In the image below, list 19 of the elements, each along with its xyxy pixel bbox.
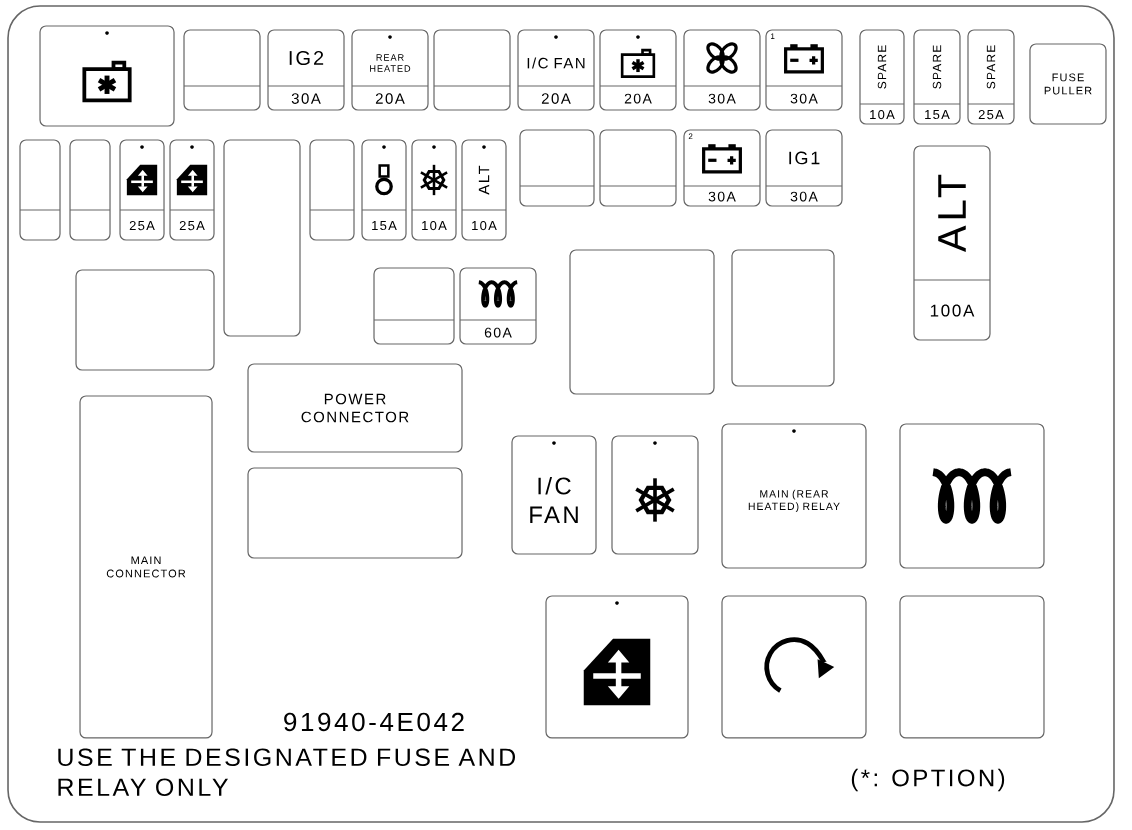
fuse-slot (599, 129, 677, 207)
fuse-slot (69, 139, 111, 241)
fuse-slot (309, 139, 355, 241)
relay-socket: I/C FAN (511, 435, 597, 555)
fuse-slot (19, 139, 61, 241)
fuse-slot (373, 267, 455, 345)
part-number: 91940-4E042 (284, 712, 464, 732)
relay-socket (899, 595, 1045, 739)
relay-socket (75, 269, 215, 371)
fuse-slot: ALT 100A (913, 145, 991, 341)
relay-socket (731, 249, 835, 387)
instruction-text: USE THE DESIGNATED FUSE AND RELAY ONLY (58, 748, 515, 797)
option-note: (*: OPTION) (851, 768, 1005, 792)
fuse-slot (433, 29, 511, 111)
relay-socket (247, 467, 463, 559)
relay-socket (223, 139, 301, 337)
fuse-slot (519, 129, 595, 207)
relay-socket (569, 249, 715, 395)
fuse-slot (183, 29, 261, 111)
